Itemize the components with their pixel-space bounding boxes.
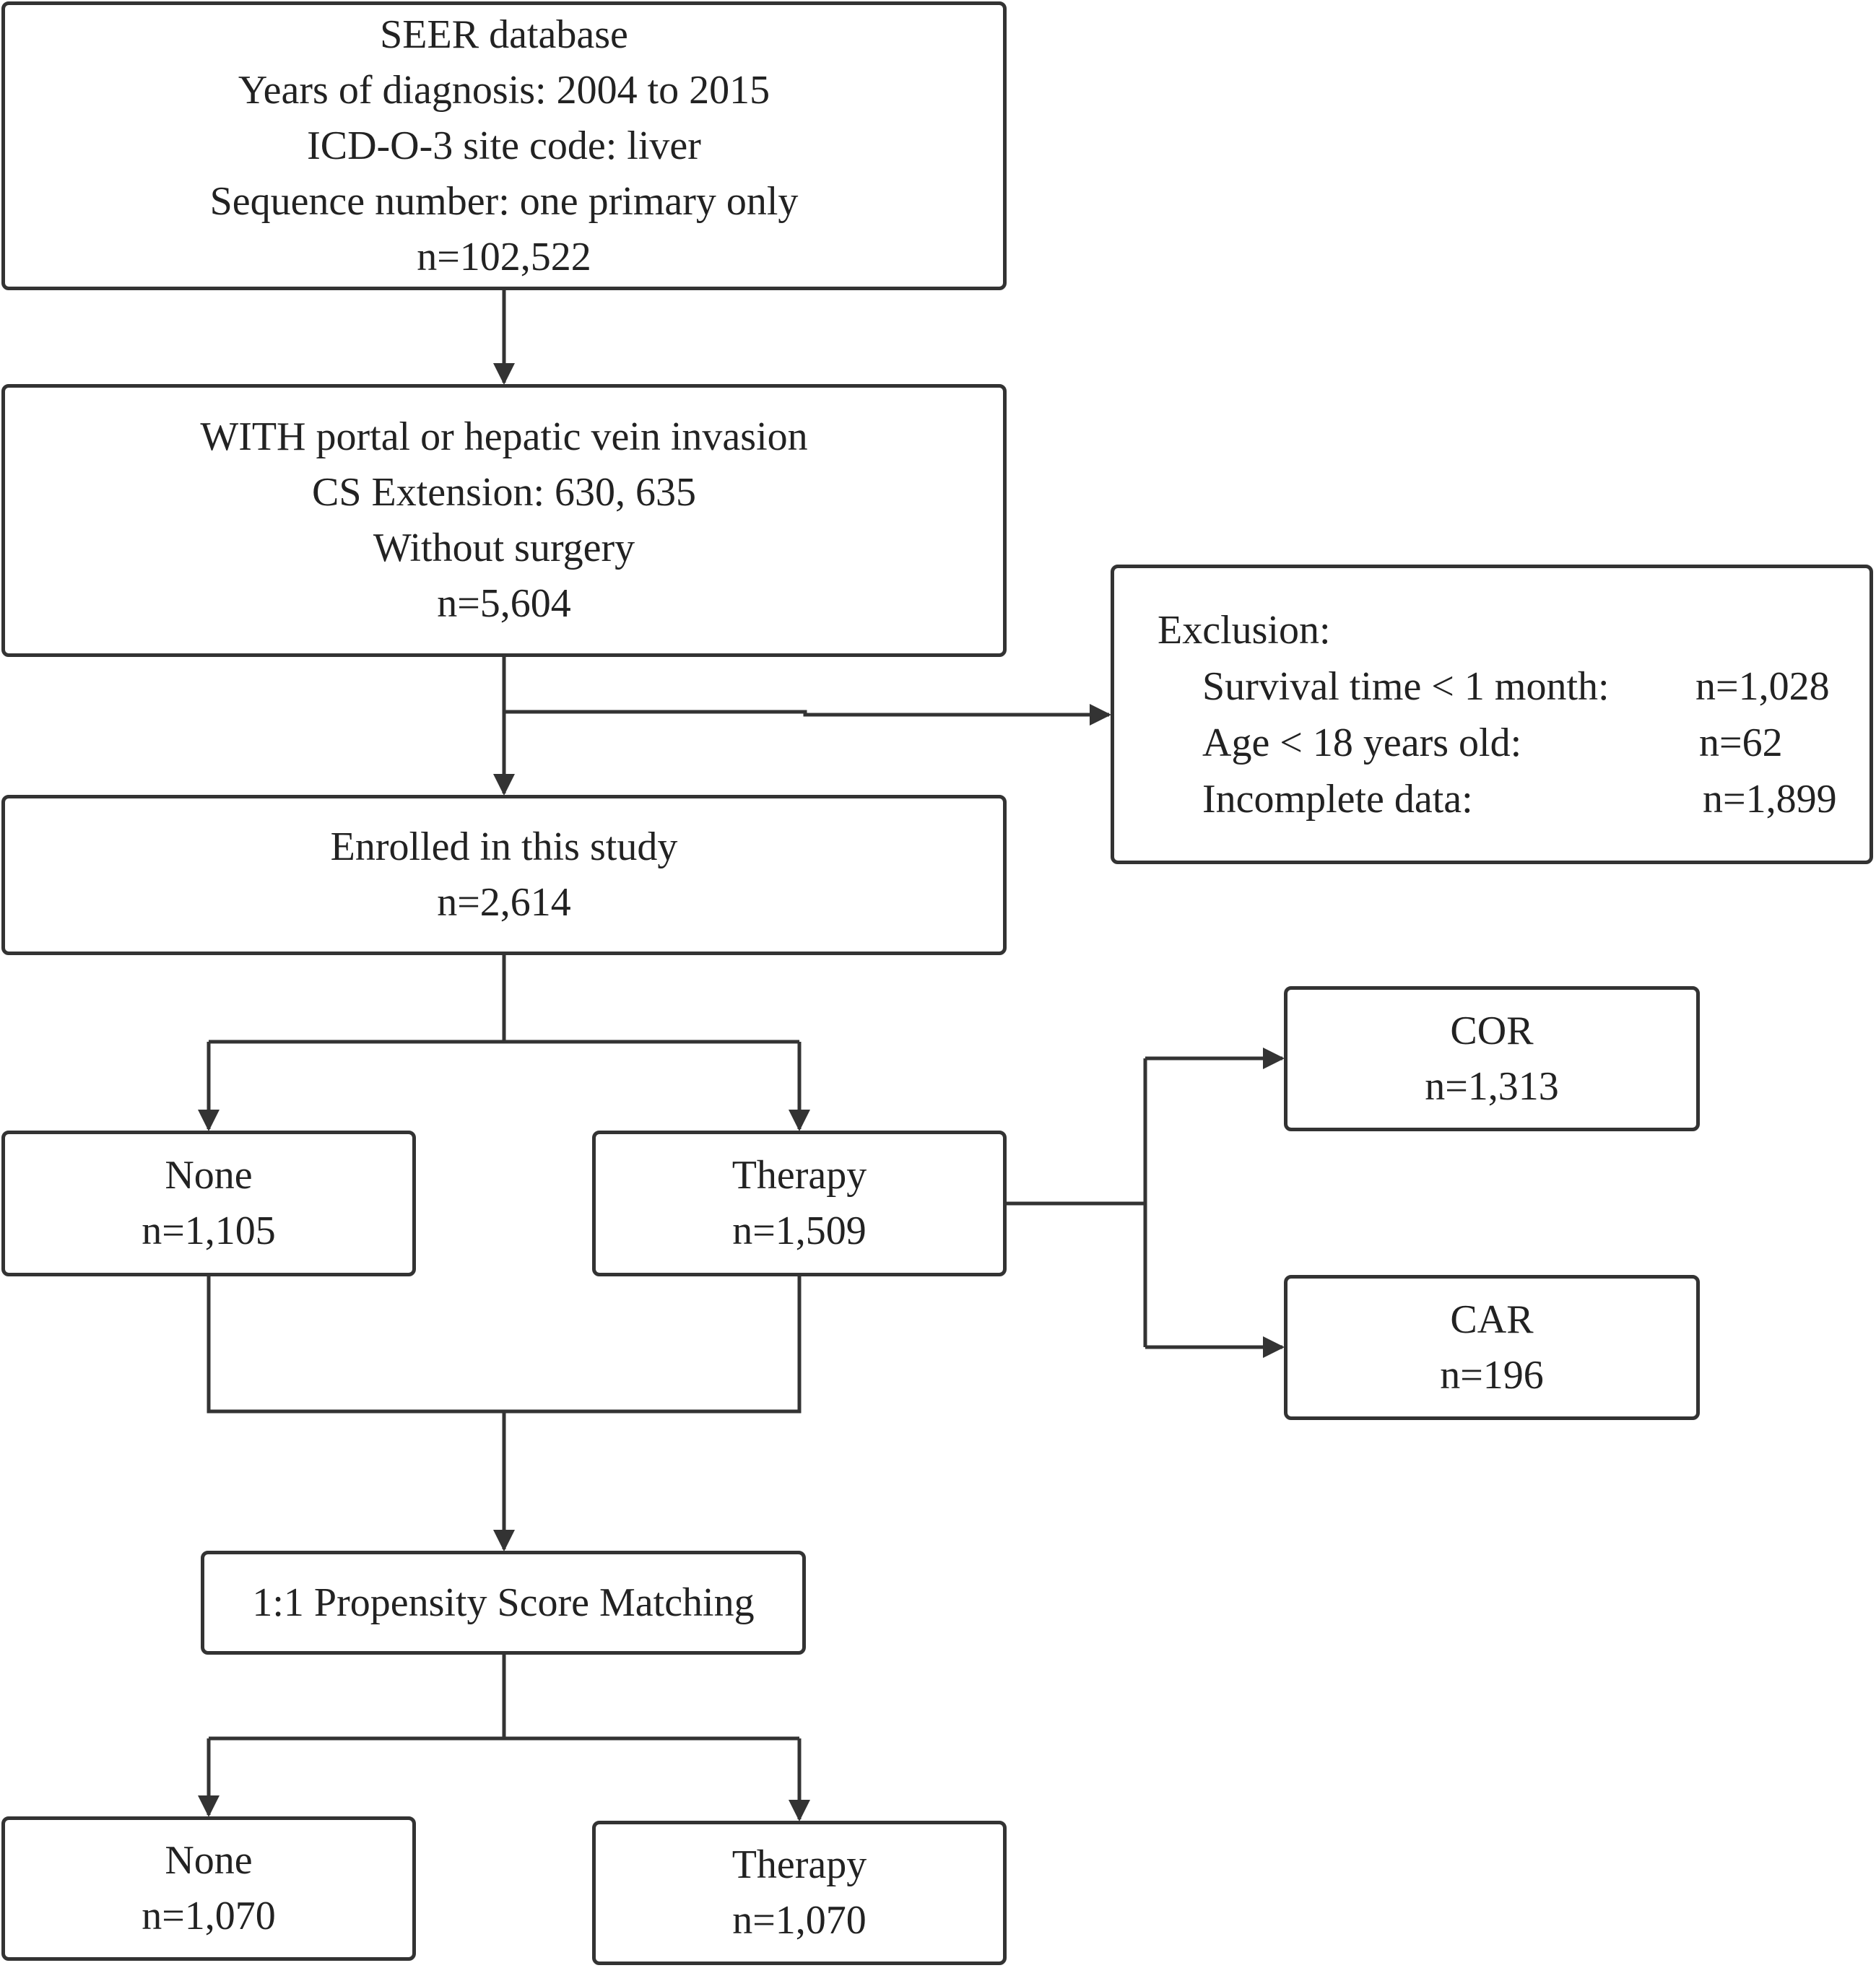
none-group-label: None (165, 1153, 253, 1198)
cor-box: COR n=1,313 (1284, 986, 1700, 1131)
enrolled-box: Enrolled in this study n=2,614 (1, 795, 1007, 955)
exclusion-survival-label: Survival time < 1 month: (1202, 664, 1610, 709)
matched-therapy-box: Therapy n=1,070 (592, 1821, 1007, 1965)
cor-count: n=1,313 (1425, 1063, 1559, 1109)
therapy-group-count: n=1,509 (732, 1209, 867, 1253)
seer-database-box: SEER database Years of diagnosis: 2004 t… (1, 1, 1007, 290)
propensity-matching-box: 1:1 Propensity Score Matching (201, 1551, 806, 1655)
matched-none-count: n=1,070 (142, 1894, 276, 1938)
invasion-count: n=5,604 (437, 581, 571, 626)
invasion-surgery: Without surgery (373, 526, 635, 570)
enrolled-label: Enrolled in this study (330, 824, 678, 869)
arrow-to-exclusion (504, 704, 1111, 726)
invasion-cs-extension: CS Extension: 630, 635 (311, 470, 697, 515)
seer-site-code: ICD-O-3 site code: liver (307, 123, 701, 168)
exclusion-incomplete-count: n=1,899 (1703, 777, 1837, 822)
none-group-count: n=1,105 (142, 1209, 276, 1253)
exclusion-survival-count: n=1,028 (1695, 664, 1830, 709)
cor-label: COR (1450, 1008, 1534, 1053)
seer-count: n=102,522 (417, 234, 591, 279)
therapy-group-box: Therapy n=1,509 (592, 1131, 1007, 1276)
exclusion-box: Exclusion: Survival time < 1 month: n=1,… (1111, 565, 1873, 864)
seer-years: Years of diagnosis: 2004 to 2015 (238, 67, 770, 113)
enrolled-count: n=2,614 (437, 880, 571, 925)
exclusion-incomplete-label: Incomplete data: (1202, 777, 1473, 822)
line-merge-groups (207, 1276, 802, 1414)
propensity-matching-label: 1:1 Propensity Score Matching (252, 1580, 755, 1625)
seer-title: SEER database (380, 12, 628, 57)
invasion-title: WITH portal or hepatic vein invasion (200, 414, 808, 459)
car-label: CAR (1450, 1297, 1534, 1342)
exclusion-age-label: Age < 18 years old: (1202, 720, 1522, 765)
none-group-box: None n=1,105 (1, 1131, 416, 1276)
vein-invasion-box: WITH portal or hepatic vein invasion CS … (1, 384, 1007, 657)
matched-therapy-count: n=1,070 (732, 1898, 867, 1943)
exclusion-age-count: n=62 (1699, 720, 1783, 765)
car-box: CAR n=196 (1284, 1275, 1700, 1420)
therapy-group-label: Therapy (731, 1153, 867, 1198)
matched-therapy-label: Therapy (731, 1842, 867, 1887)
matched-none-label: None (165, 1838, 253, 1883)
seer-sequence: Sequence number: one primary only (209, 178, 799, 224)
matched-none-box: None n=1,070 (1, 1816, 416, 1961)
exclusion-title: Exclusion: (1158, 608, 1331, 653)
car-count: n=196 (1440, 1352, 1544, 1398)
